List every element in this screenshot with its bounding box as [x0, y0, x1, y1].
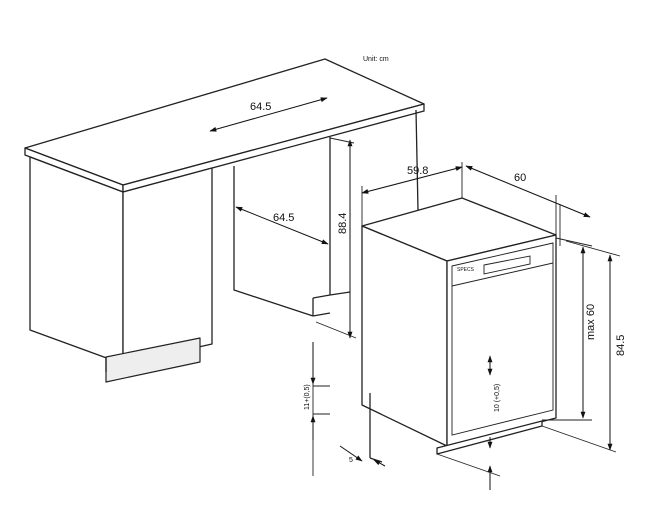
dim-overall-height: 84.5: [615, 335, 627, 356]
dim-toe-kick-gap: 10 (+0,5): [494, 384, 501, 412]
dishwasher: [361, 197, 557, 455]
unit-label: Unit: cm: [363, 56, 389, 63]
dim-panel-height: max 60: [585, 304, 597, 340]
dim-toe-kick-offset: 5: [349, 457, 353, 464]
left-base-cabinet: [29, 156, 213, 383]
dimension-lines: [209, 97, 621, 490]
dim-niche-height: 88.4: [337, 213, 349, 234]
dim-cabinet-depth: 64.5: [273, 212, 294, 224]
dim-appliance-depth: 60: [514, 172, 526, 184]
dim-counter-width: 64.5: [250, 101, 271, 113]
countertop: [24, 58, 425, 193]
dim-appliance-width: 59.8: [407, 165, 428, 177]
dim-toe-kick-height: 11+(0,5): [304, 384, 311, 410]
brand-label: SPECS: [457, 267, 475, 273]
